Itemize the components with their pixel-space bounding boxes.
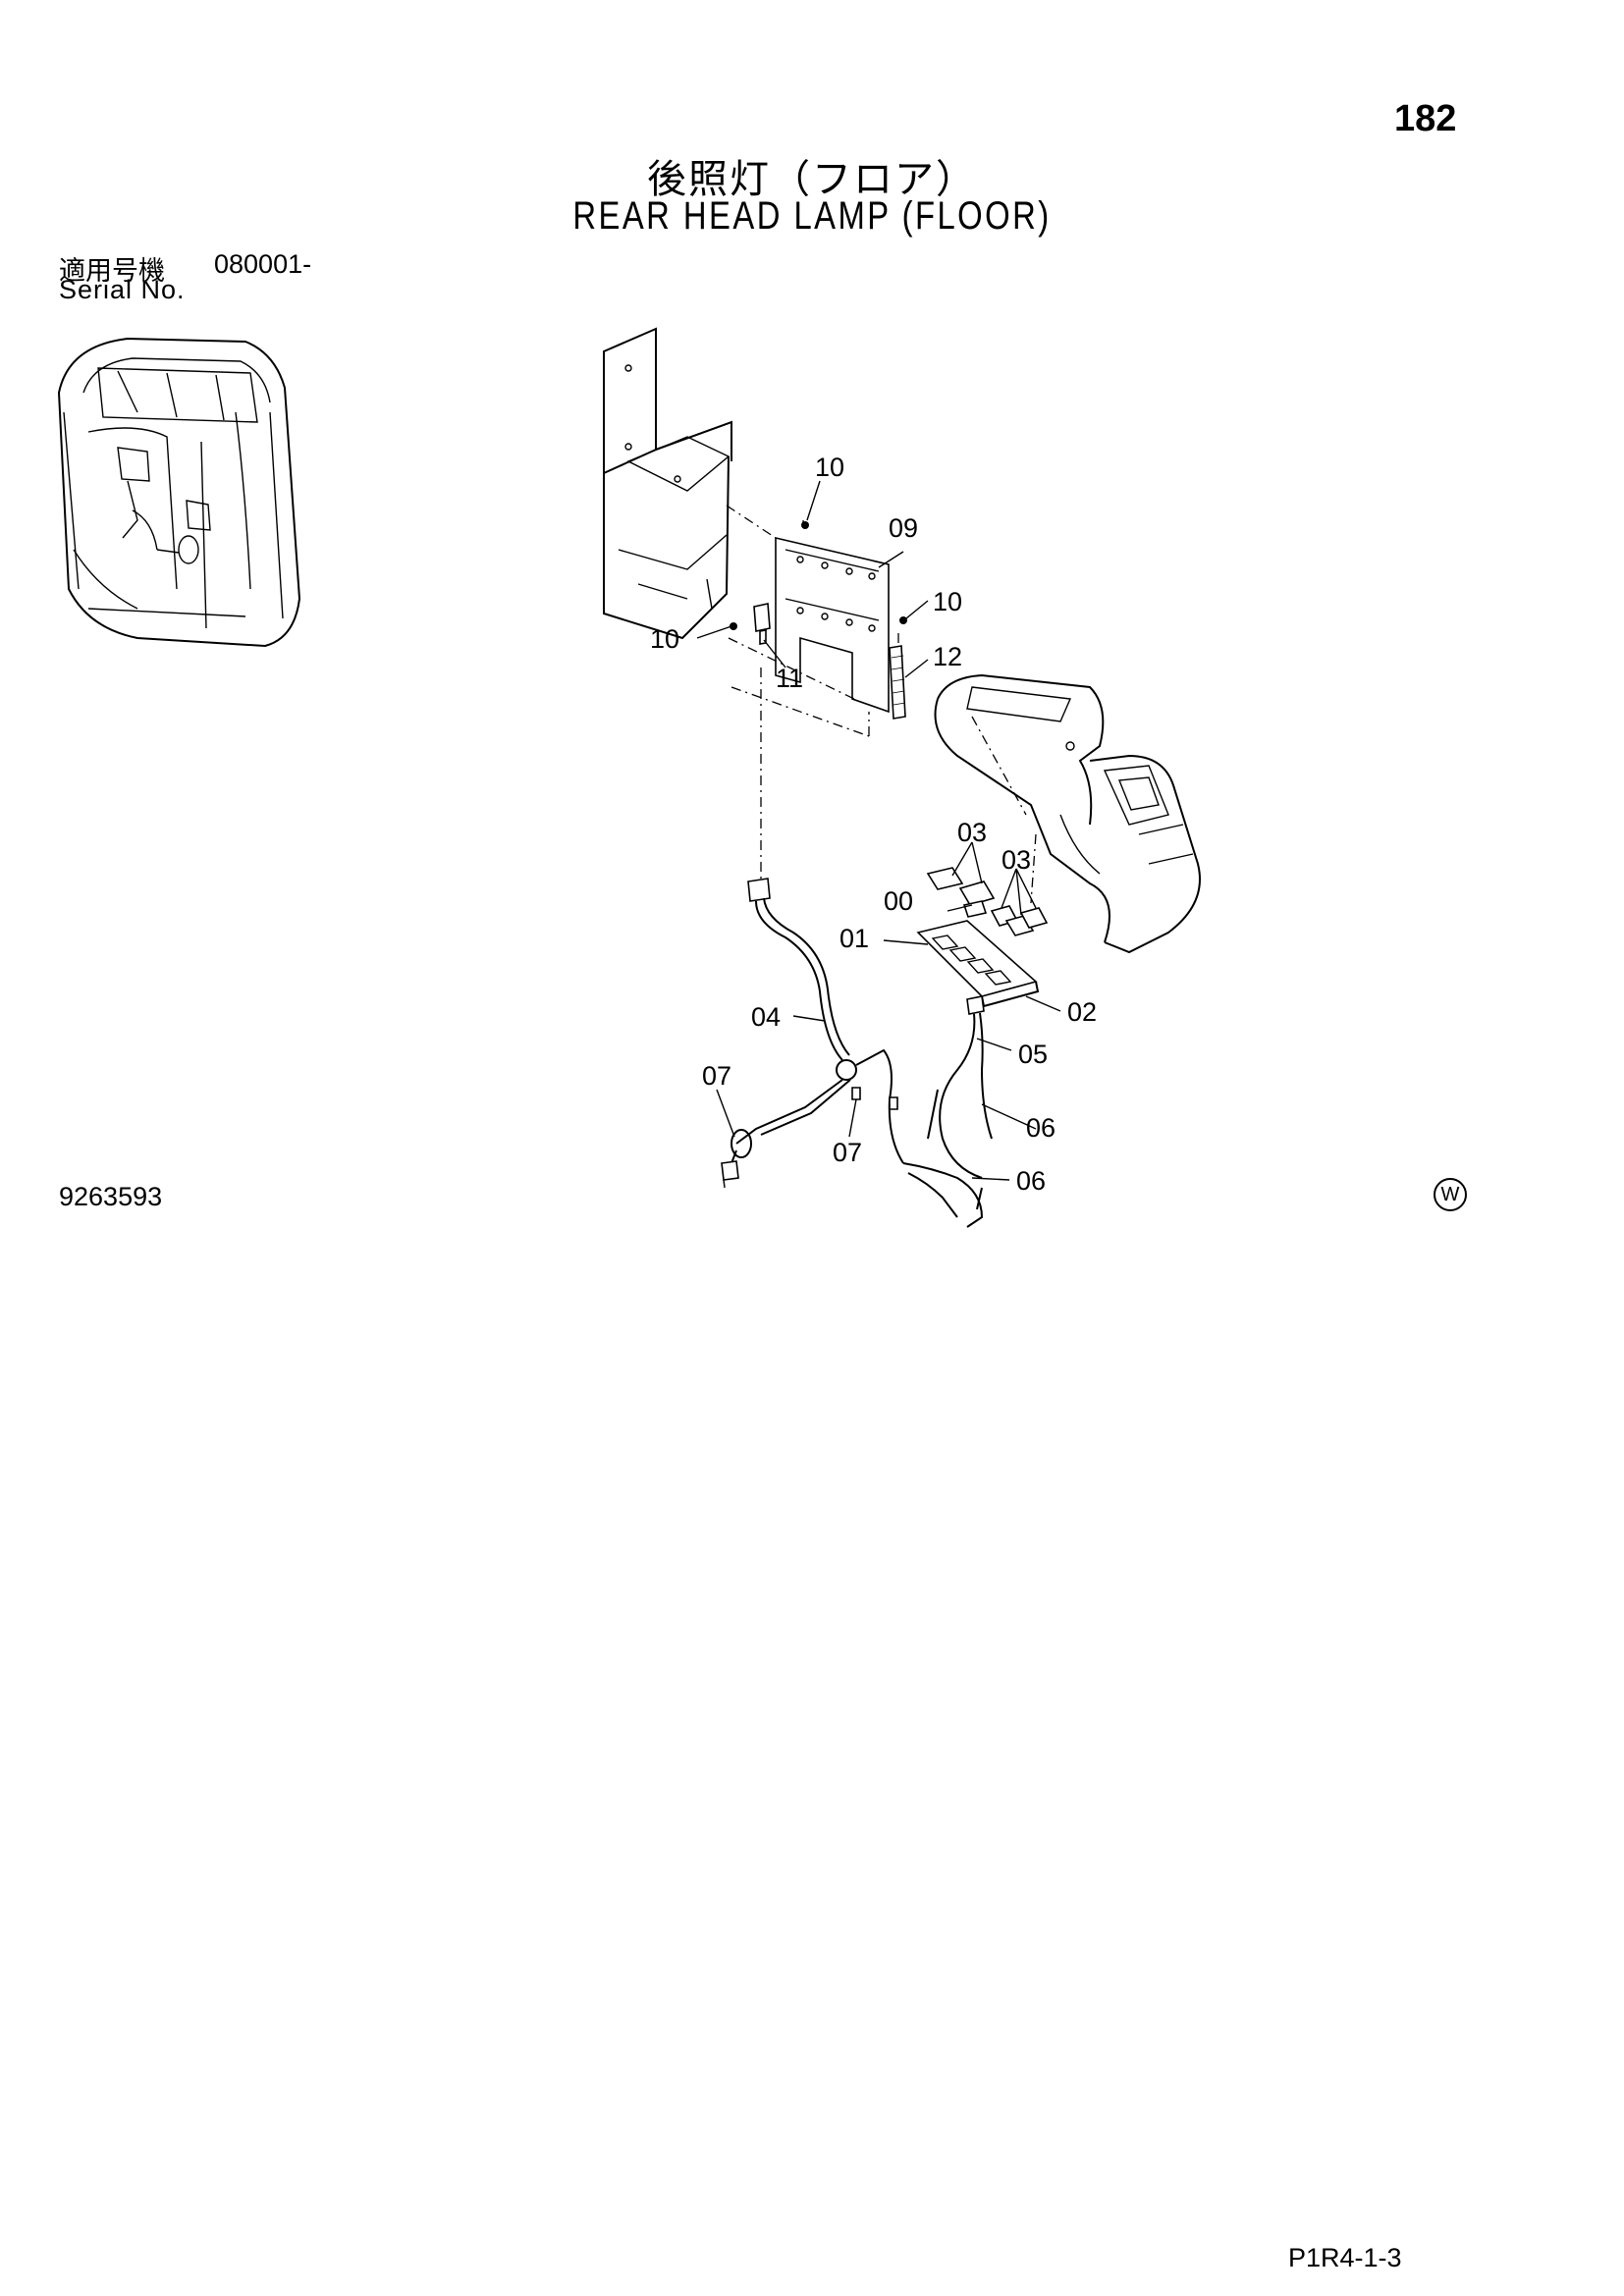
serial-value: 080001- <box>214 249 312 279</box>
callout-label: 09 <box>889 513 918 543</box>
callout-label: 10 <box>650 624 679 654</box>
callout-label: 03 <box>1001 845 1031 875</box>
screw-part-10 <box>801 521 809 529</box>
drawing-number: 9263593 <box>59 1182 163 1211</box>
callout-labels: 10 09 10 10 11 12 03 03 00 01 02 04 05 0… <box>650 453 1097 1196</box>
page-number: 182 <box>1394 98 1457 139</box>
callout-label: 00 <box>884 886 913 916</box>
bracket-assembly <box>603 327 732 640</box>
console-assembly <box>934 673 1201 954</box>
page-title-japanese: 後照灯（フロア） <box>647 157 977 202</box>
connector-part-11 <box>753 603 771 645</box>
callout-label: 06 <box>1026 1113 1056 1143</box>
callout-label: 05 <box>1018 1040 1048 1069</box>
switch-parts <box>926 867 1049 936</box>
page-title-english: REAR HEAD LAMP (FLOOR) <box>572 194 1052 238</box>
cab-overview-inset <box>57 337 301 648</box>
strip-part-12 <box>889 645 906 720</box>
callout-label: 07 <box>833 1138 862 1167</box>
callout-label: 12 <box>933 642 962 671</box>
harness-part-05 <box>902 995 993 1228</box>
serial-label-japanese: 適用号機 <box>59 256 165 287</box>
callout-label: 03 <box>957 818 987 847</box>
callout-label: 04 <box>751 1002 781 1032</box>
callout-label: 02 <box>1067 997 1097 1027</box>
page-reference-code: P1R4-1-3 <box>1288 2243 1402 2272</box>
watermark-symbol: W <box>1434 1178 1467 1211</box>
harness-part-04 <box>721 878 904 1189</box>
switch-panel-part-01 <box>916 920 1040 1008</box>
screw-part-10 <box>730 622 737 630</box>
callout-label: 06 <box>1016 1166 1046 1196</box>
callout-label: 07 <box>702 1061 731 1091</box>
leader-lines <box>696 480 1061 1181</box>
callout-label: 11 <box>776 664 803 693</box>
screw-part-10 <box>899 616 907 624</box>
plate-part-09 <box>775 536 890 714</box>
callout-label: 10 <box>933 587 962 616</box>
callout-label: 01 <box>839 924 869 953</box>
serial-label-english: Serial No. <box>59 275 186 304</box>
callout-label: 10 <box>815 453 844 482</box>
